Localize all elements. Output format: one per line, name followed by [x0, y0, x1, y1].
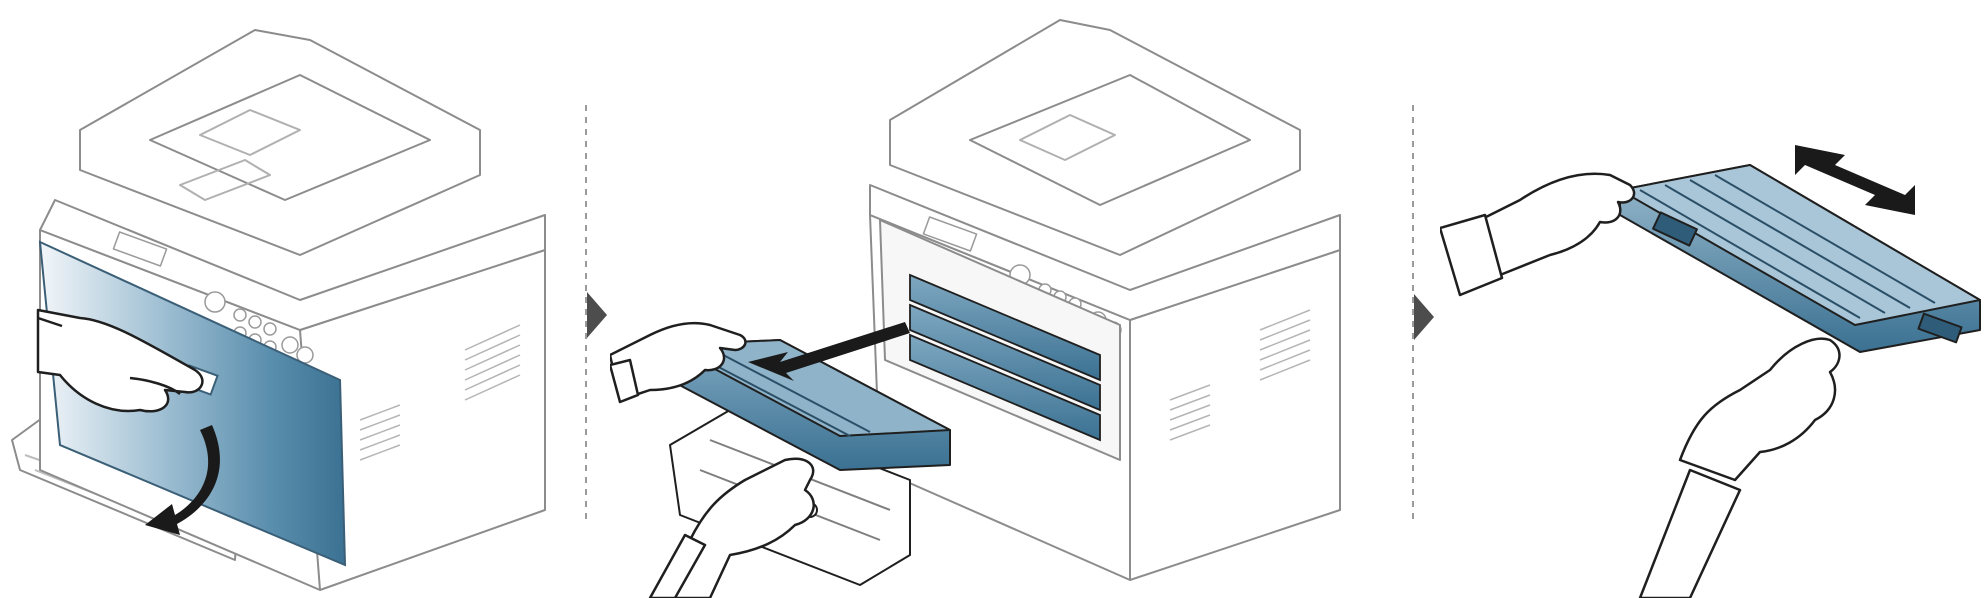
toner-cartridge — [669, 339, 951, 471]
triangle-right-icon — [1414, 294, 1434, 340]
hand-opening-cover — [36, 308, 204, 413]
control-panel — [112, 231, 314, 364]
double-arrow-icon — [1795, 145, 1915, 215]
side-vent — [1169, 309, 1311, 441]
side-vent — [359, 324, 521, 461]
triangle-right-icon — [587, 292, 607, 338]
curved-arrow-down-icon — [145, 425, 220, 535]
right-hand — [1638, 337, 1841, 598]
left-hand — [610, 321, 747, 404]
dashed-divider — [1412, 105, 1414, 520]
front-cover-blue — [38, 240, 347, 567]
toner-cartridge — [1619, 164, 1981, 353]
panel-remove-toner-cartridge — [610, 19, 1341, 598]
panel-open-front-cover — [11, 29, 546, 591]
dashed-divider — [585, 105, 587, 520]
scanner-unit — [39, 199, 546, 331]
panel-shake-toner-cartridge — [1440, 145, 1981, 598]
straight-arrow-left-icon — [748, 322, 910, 381]
left-hand — [1440, 172, 1636, 297]
right-hand — [648, 457, 815, 598]
toner-slots — [909, 273, 1101, 442]
